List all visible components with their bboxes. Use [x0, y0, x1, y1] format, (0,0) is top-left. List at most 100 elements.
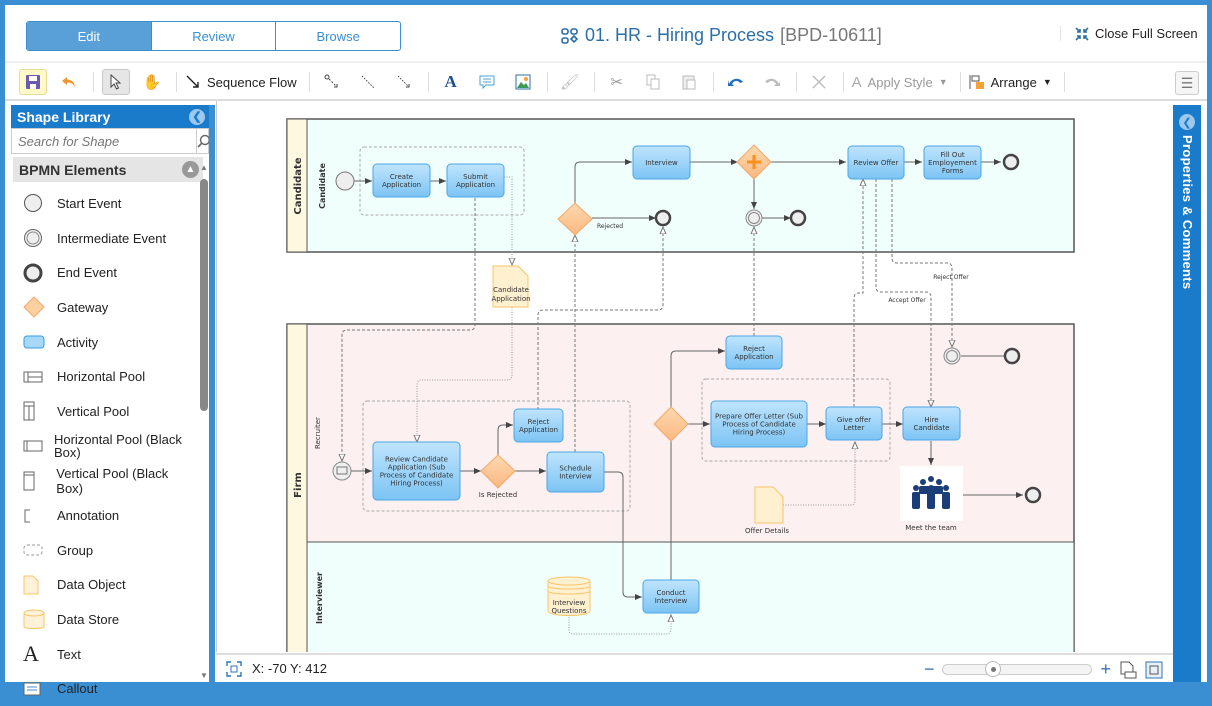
data-object-candidate-application[interactable]: Candidate Application	[491, 265, 531, 308]
shape-horizontal-pool-black-box[interactable]: Horizontal Pool (Black Box)	[11, 429, 195, 464]
mode-switcher: Edit Review Browse	[26, 21, 401, 51]
zoom-in-button[interactable]: +	[1100, 659, 1111, 679]
actual-size-icon[interactable]	[1119, 661, 1137, 679]
gateway[interactable]	[557, 202, 593, 236]
expand-properties-button[interactable]: ❮	[1179, 114, 1195, 130]
group-box[interactable]	[701, 378, 891, 462]
shape-label: Vertical Pool (Black Box)	[56, 465, 169, 496]
task-label: Prepare Offer Letter (Sub	[715, 413, 803, 421]
mode-browse-tab[interactable]: Browse	[316, 28, 360, 44]
fit-selection-icon[interactable]	[226, 660, 242, 677]
bpmn-elements-category[interactable]: BPMN Elements ▲	[13, 157, 203, 182]
more-menu-button[interactable]: ☰	[1175, 71, 1199, 95]
shape-end-event[interactable]: End Event	[11, 255, 195, 290]
task-review-offer[interactable]: Review Offer	[847, 145, 905, 180]
gateway[interactable]	[653, 406, 689, 442]
pool-candidate[interactable]: Candidate Candidate	[286, 118, 1075, 253]
zoom-slider-knob[interactable]	[984, 661, 1001, 677]
collapse-library-button[interactable]: ❮	[189, 108, 205, 125]
shape-vertical-pool-black-box[interactable]: Vertical Pool (Black Box)	[11, 464, 195, 499]
task-interview[interactable]: Interview	[632, 145, 691, 180]
message-flow-tool[interactable]	[318, 69, 346, 95]
cut-button[interactable]: ✂	[603, 69, 631, 95]
sequence-flow-tool[interactable]: Sequence Flow	[185, 74, 297, 90]
task-label: Reject	[743, 345, 765, 353]
delete-button[interactable]	[805, 69, 833, 95]
properties-comments-panel[interactable]: ❮ Properties & Comments	[1173, 105, 1201, 682]
gateway[interactable]	[480, 454, 516, 489]
text-tool[interactable]: A	[437, 69, 465, 95]
library-splitter[interactable]	[209, 105, 215, 682]
pool-label: Candidate	[293, 157, 304, 214]
scroll-up-icon[interactable]: ▲	[200, 163, 208, 172]
shape-data-store[interactable]: Data Store	[11, 602, 195, 637]
start-event[interactable]	[335, 171, 355, 191]
directed-association-tool[interactable]	[390, 69, 418, 95]
copy-button[interactable]	[639, 69, 667, 95]
save-button[interactable]	[19, 69, 47, 95]
mode-review-tab[interactable]: Review	[152, 22, 277, 50]
end-event[interactable]	[1024, 486, 1042, 504]
page-title: 01. HR - Hiring Process [BPD-10611]	[561, 25, 882, 46]
shape-vertical-pool[interactable]: Vertical Pool	[11, 394, 195, 429]
end-event[interactable]	[789, 209, 807, 227]
pointer-tool[interactable]	[102, 69, 130, 95]
toolbar-divider	[712, 72, 714, 92]
end-event[interactable]	[654, 209, 672, 227]
shape-search-input[interactable]	[12, 129, 196, 153]
shape-data-object[interactable]: Data Object	[11, 568, 195, 603]
redo-button[interactable]	[758, 69, 786, 95]
end-event[interactable]	[1002, 153, 1020, 171]
data-store-interview-questions[interactable]: Interview Questions	[547, 576, 591, 616]
fit-to-screen-icon[interactable]	[1145, 661, 1163, 679]
undo-button[interactable]	[722, 69, 750, 95]
zoom-slider[interactable]	[942, 661, 1093, 677]
arrange-dropdown[interactable]: Arrange ▼	[969, 74, 1052, 90]
toolbar-divider	[1063, 72, 1065, 92]
pan-tool[interactable]: ✋	[138, 69, 166, 95]
group-box[interactable]	[362, 400, 631, 512]
diagram-canvas[interactable]: Candidate Candidate Firm Recruiter Inter…	[216, 101, 1173, 652]
shape-start-event[interactable]: Start Event	[11, 186, 195, 221]
data-object-offer-details[interactable]: Offer Details	[745, 486, 789, 535]
shape-group[interactable]: Group	[11, 533, 195, 568]
paste-button[interactable]	[675, 69, 703, 95]
zoom-out-button[interactable]: −	[923, 659, 935, 679]
end-event[interactable]	[1003, 347, 1021, 365]
format-painter-button[interactable]: 🖌	[556, 69, 584, 95]
meet-the-team-image[interactable]: Meet the team	[900, 466, 963, 532]
association-tool[interactable]	[354, 69, 382, 95]
shape-horizontal-pool[interactable]: Horizontal Pool	[11, 359, 195, 394]
mode-edit-tab[interactable]: Edit	[27, 22, 152, 50]
scroll-thumb[interactable]	[200, 179, 208, 411]
close-full-screen-button[interactable]: Close Full Screen	[1060, 26, 1198, 41]
library-scrollbar[interactable]: ▲ ▼	[199, 161, 209, 682]
scroll-down-icon[interactable]: ▼	[200, 671, 208, 680]
shape-annotation[interactable]: Annotation	[11, 498, 195, 533]
shape-intermediate-event[interactable]: Intermediate Event	[11, 221, 195, 256]
shape-gateway[interactable]: Gateway	[11, 290, 195, 325]
discard-button[interactable]	[55, 69, 83, 95]
cursor-icon	[110, 74, 122, 90]
task-label: Reject	[528, 418, 550, 426]
shape-callout[interactable]: Callout	[11, 672, 195, 706]
chevron-up-icon[interactable]: ▲	[182, 161, 199, 178]
image-tool[interactable]	[509, 69, 537, 95]
apply-style-dropdown[interactable]: A Apply Style ▼	[852, 74, 948, 91]
arrange-icon	[969, 75, 984, 89]
shape-activity[interactable]: Activity	[11, 325, 195, 360]
callout-tool[interactable]	[473, 69, 501, 95]
message-start-event[interactable]	[332, 461, 352, 481]
